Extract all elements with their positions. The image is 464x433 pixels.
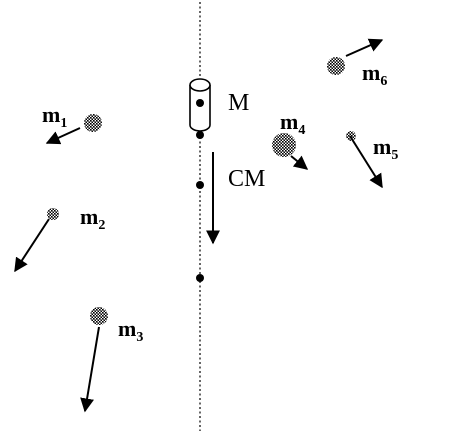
axis-dot-1 bbox=[196, 131, 204, 139]
mass-m4 bbox=[272, 133, 296, 157]
center-of-mass-dot bbox=[196, 181, 204, 189]
label-m3: m3 bbox=[118, 316, 143, 345]
velocity-arrow-m1 bbox=[45, 127, 81, 145]
mass-m1 bbox=[84, 114, 102, 132]
velocity-arrow-m6 bbox=[345, 38, 384, 57]
velocity-arrow-m2 bbox=[14, 218, 50, 273]
velocity-arrow-m3 bbox=[80, 326, 100, 413]
mass-m2 bbox=[47, 208, 59, 220]
label-m2: m2 bbox=[80, 204, 105, 233]
mass-m3 bbox=[90, 307, 108, 325]
label-m5: m5 bbox=[373, 134, 398, 163]
label-m4: m4 bbox=[280, 109, 305, 138]
center-of-mass-label: CM bbox=[228, 166, 265, 192]
label-m6: m6 bbox=[362, 60, 387, 89]
velocity-arrow-m4 bbox=[290, 155, 309, 170]
velocity-arrow-m5 bbox=[349, 135, 383, 189]
label-m1: m1 bbox=[42, 102, 67, 131]
axis-dot-3 bbox=[196, 274, 204, 282]
cylinder-center-dot bbox=[196, 99, 204, 107]
cylinder-label: M bbox=[228, 90, 249, 116]
cylinder-M bbox=[189, 78, 211, 132]
mass-m6 bbox=[327, 57, 345, 75]
